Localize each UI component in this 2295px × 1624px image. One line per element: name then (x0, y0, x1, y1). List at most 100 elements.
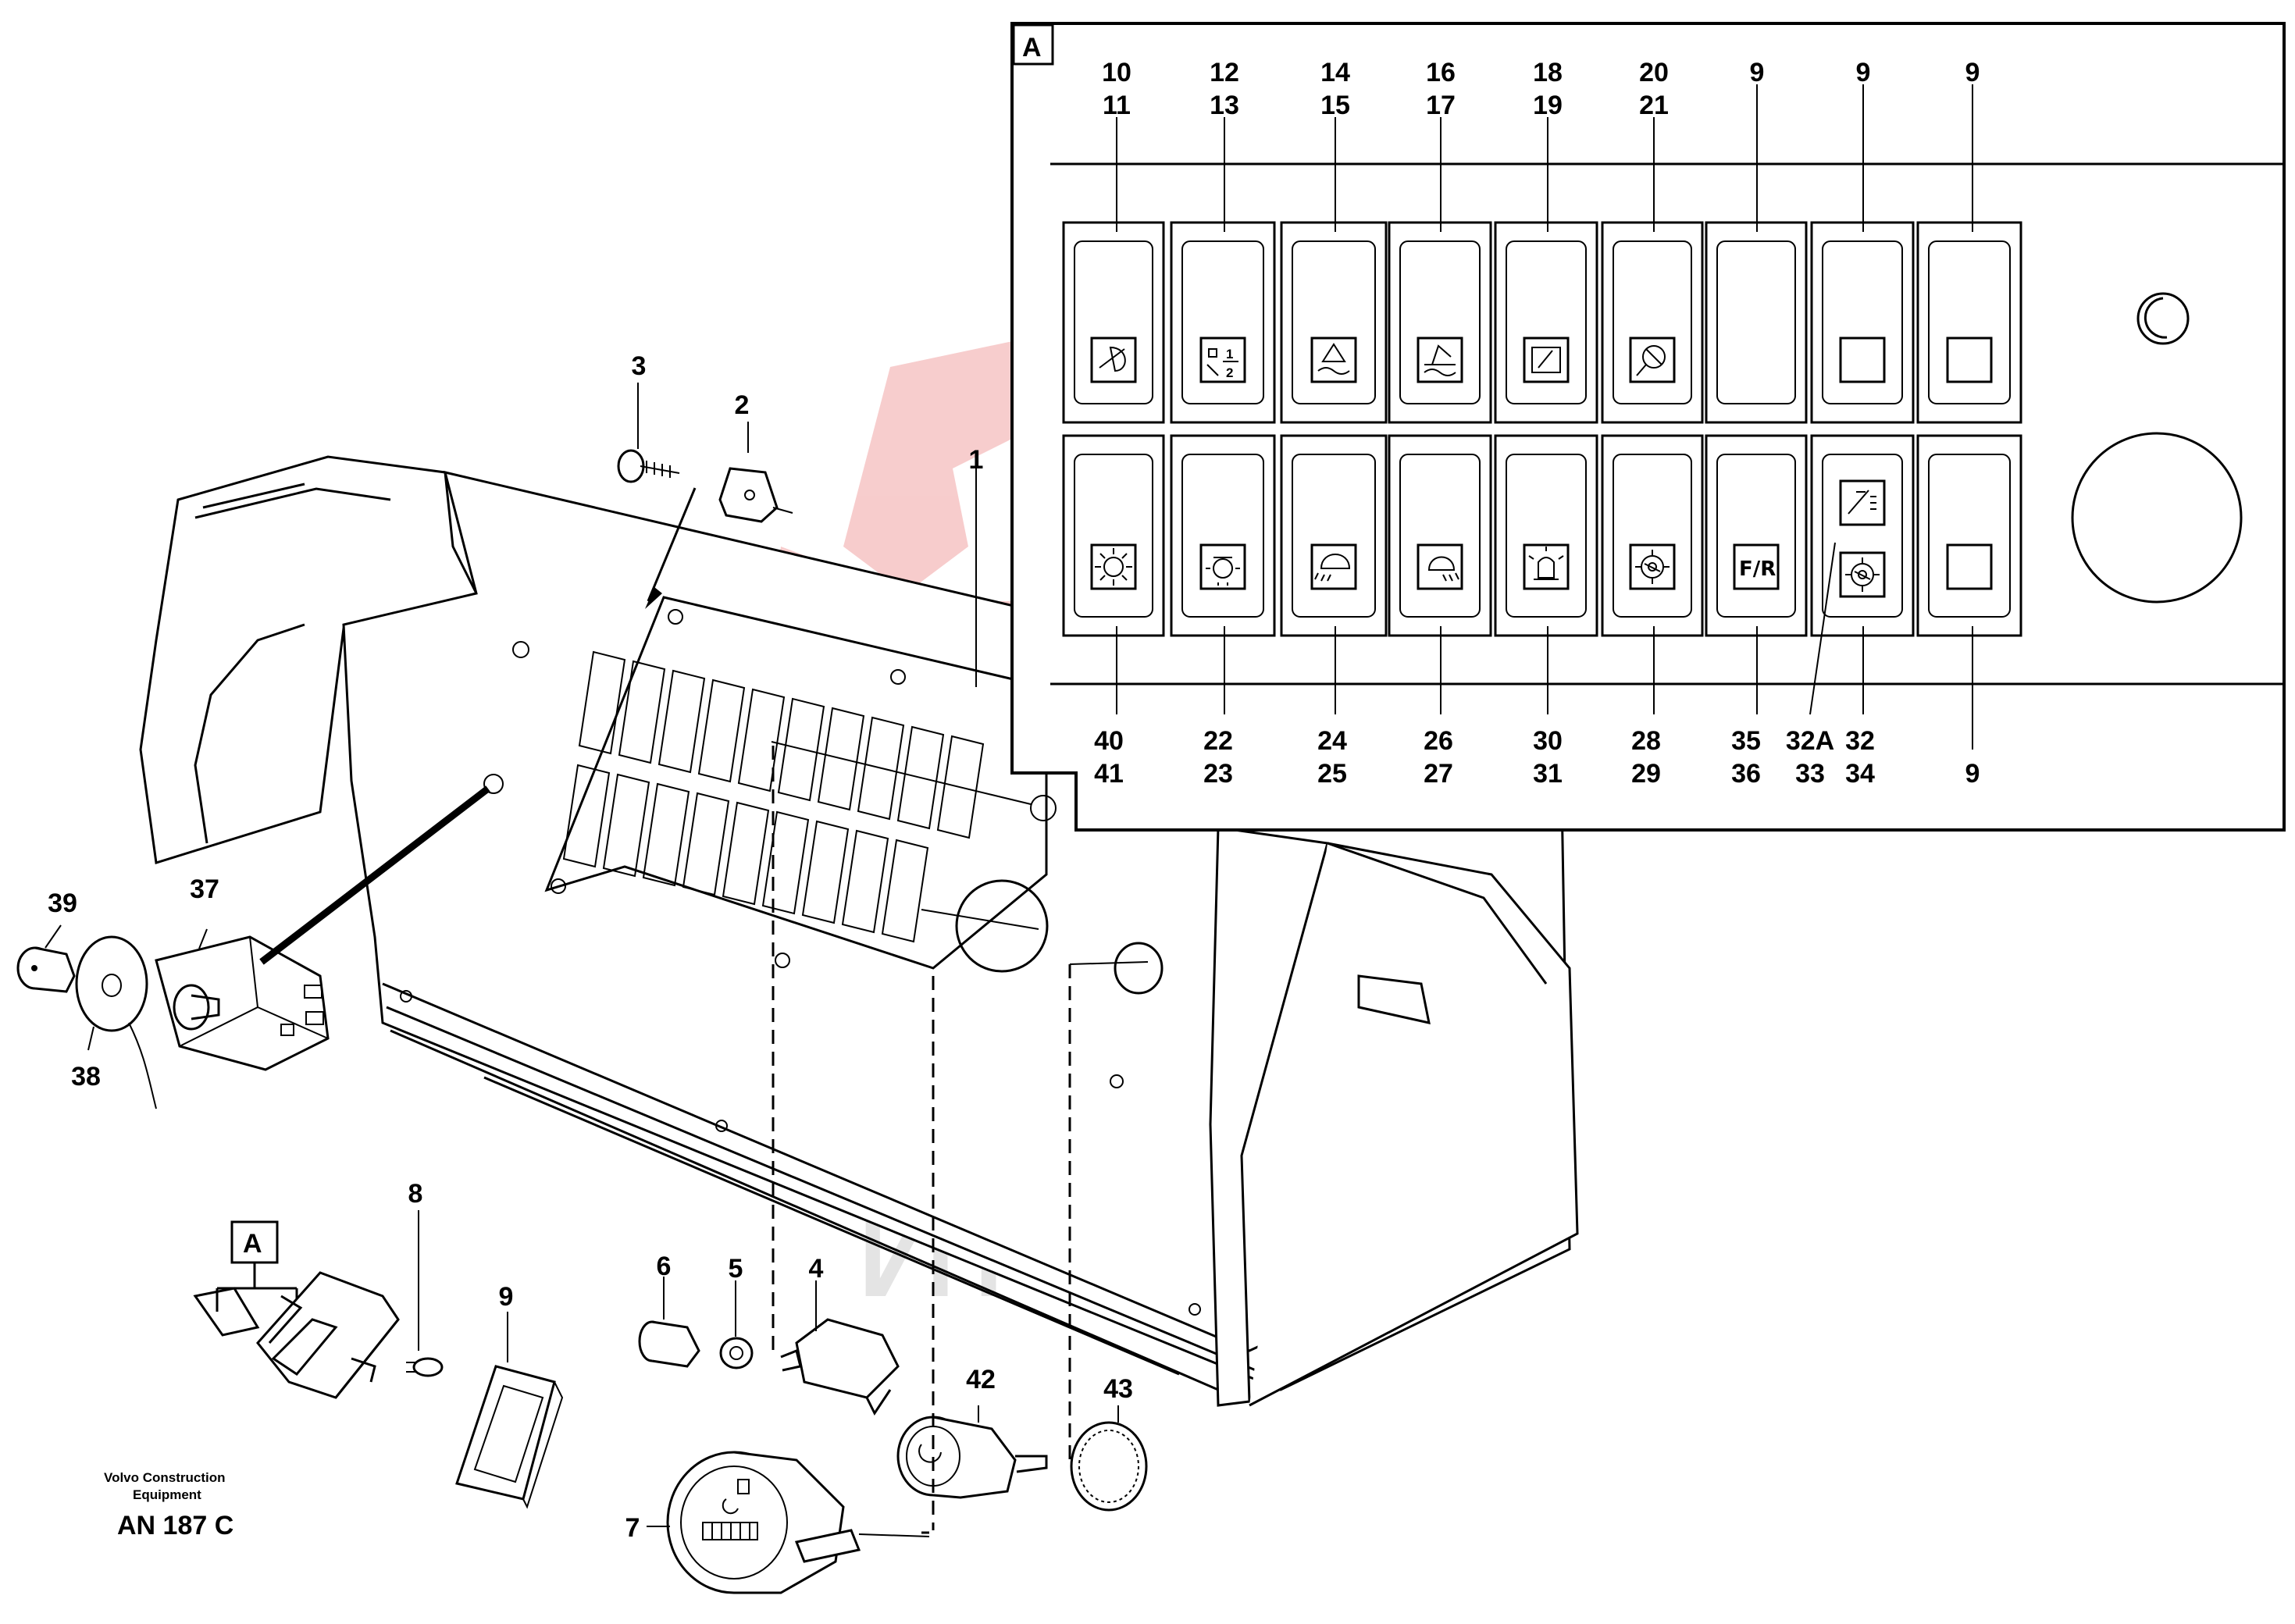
front-light-icon (1310, 543, 1357, 590)
seat-heater-icon (1629, 337, 1676, 383)
svg-text:29: 29 (1631, 759, 1661, 789)
part-label-43: 43 (1103, 1374, 1133, 1404)
work-light-icon (1090, 543, 1137, 590)
rear-window-icon (1523, 337, 1570, 383)
detail-a-reference: A (216, 1220, 298, 1312)
svg-text:1: 1 (1226, 347, 1233, 361)
svg-text:36: 36 (1731, 759, 1761, 789)
ring-part-38 (75, 935, 157, 1109)
part-label-4: 4 (809, 1254, 824, 1284)
screw-arrow (647, 487, 697, 602)
bulb-part-8 (406, 1357, 444, 1377)
wiper-rear-icon (1090, 337, 1137, 383)
plate-opening (881, 839, 929, 943)
maker-line-1: Volvo Construction (104, 1470, 226, 1485)
boom-float-icon (1417, 337, 1463, 383)
wiper-washer-icon (1839, 479, 1886, 526)
rocker-switch-top-3 (1280, 221, 1388, 424)
rocker-switch-bottom-1 (1062, 434, 1165, 637)
plate-opening (697, 678, 746, 783)
plate-opening (737, 688, 786, 792)
part-label-7: 7 (625, 1513, 640, 1543)
svg-text:25: 25 (1317, 759, 1347, 789)
gear-cog-icon (1629, 543, 1676, 590)
rocker-switch-top-5 (1494, 221, 1598, 424)
svg-text:18: 18 (1533, 58, 1563, 87)
leader-38 (87, 1026, 94, 1051)
blank-square-icon (1839, 337, 1886, 383)
part-label-37: 37 (190, 874, 219, 904)
svg-text:15: 15 (1320, 91, 1350, 120)
svg-text:22: 22 (1203, 726, 1233, 756)
part-label-42: 42 (966, 1365, 996, 1394)
maker-line-2: Equipment (133, 1487, 201, 1502)
plate-opening (896, 725, 945, 830)
light-switch-part-37 (155, 935, 330, 1071)
top-label-8: 9 (1856, 58, 1871, 232)
assembly-lines (772, 746, 1071, 1534)
gear-cog-icon (1839, 551, 1886, 598)
plate-opening (817, 707, 865, 811)
part-label-39: 39 (48, 889, 77, 918)
svg-text:20: 20 (1639, 58, 1669, 87)
svg-text:16: 16 (1426, 58, 1456, 87)
svg-text:33: 33 (1795, 759, 1825, 789)
clip-part-2 (718, 467, 793, 523)
ring-part-43 (1070, 1421, 1148, 1512)
svg-text:14: 14 (1320, 58, 1350, 87)
svg-text:10: 10 (1102, 58, 1131, 87)
blank-square-icon (1946, 543, 1993, 590)
rocker-switch-bottom-5 (1494, 434, 1598, 637)
svg-text:27: 27 (1424, 759, 1453, 789)
rocker-switch (193, 1271, 400, 1399)
svg-text:11: 11 (1103, 91, 1131, 120)
rocker-switch-bottom-8 (1810, 434, 1915, 637)
plate-opening (578, 650, 626, 755)
fr-selector-icon: F/R (1733, 543, 1780, 590)
plate-opening (618, 660, 666, 764)
part-label-2: 2 (735, 390, 750, 420)
bottom-label-10: 9 (1965, 626, 1980, 789)
svg-text:28: 28 (1631, 726, 1661, 756)
svg-text:12: 12 (1210, 58, 1239, 87)
part-label-3: 3 (632, 351, 647, 381)
switch-arrow (259, 785, 490, 965)
plate-opening (657, 669, 706, 774)
drawing-footer: Volvo Construction Equipment AN 187 C (104, 1470, 233, 1540)
plate-opening (841, 829, 889, 934)
svg-text:24: 24 (1317, 726, 1347, 756)
svg-text:9: 9 (1965, 759, 1980, 789)
plate-opening (722, 801, 770, 906)
knob-part-39 (16, 946, 76, 993)
rocker-switch-top-2: 12 (1170, 221, 1276, 424)
svg-text:40: 40 (1094, 726, 1124, 756)
leaders-42-43 (978, 1405, 1119, 1423)
part-label-8: 8 (408, 1179, 423, 1209)
rear-light-icon (1417, 543, 1463, 590)
nut-part-5 (719, 1337, 754, 1369)
rocker-switch-bottom-9 (1916, 434, 2022, 637)
svg-text:F/R: F/R (1739, 557, 1776, 581)
part-label-6: 6 (657, 1252, 672, 1281)
svg-text:9: 9 (1856, 58, 1871, 87)
lighter-part-42 (896, 1416, 1048, 1499)
svg-text:23: 23 (1203, 759, 1233, 789)
svg-text:31: 31 (1533, 759, 1563, 789)
rocker-switch-top-9 (1916, 221, 2022, 424)
svg-text:26: 26 (1424, 726, 1453, 756)
part-label-5: 5 (729, 1254, 743, 1284)
plate-opening (642, 782, 690, 887)
